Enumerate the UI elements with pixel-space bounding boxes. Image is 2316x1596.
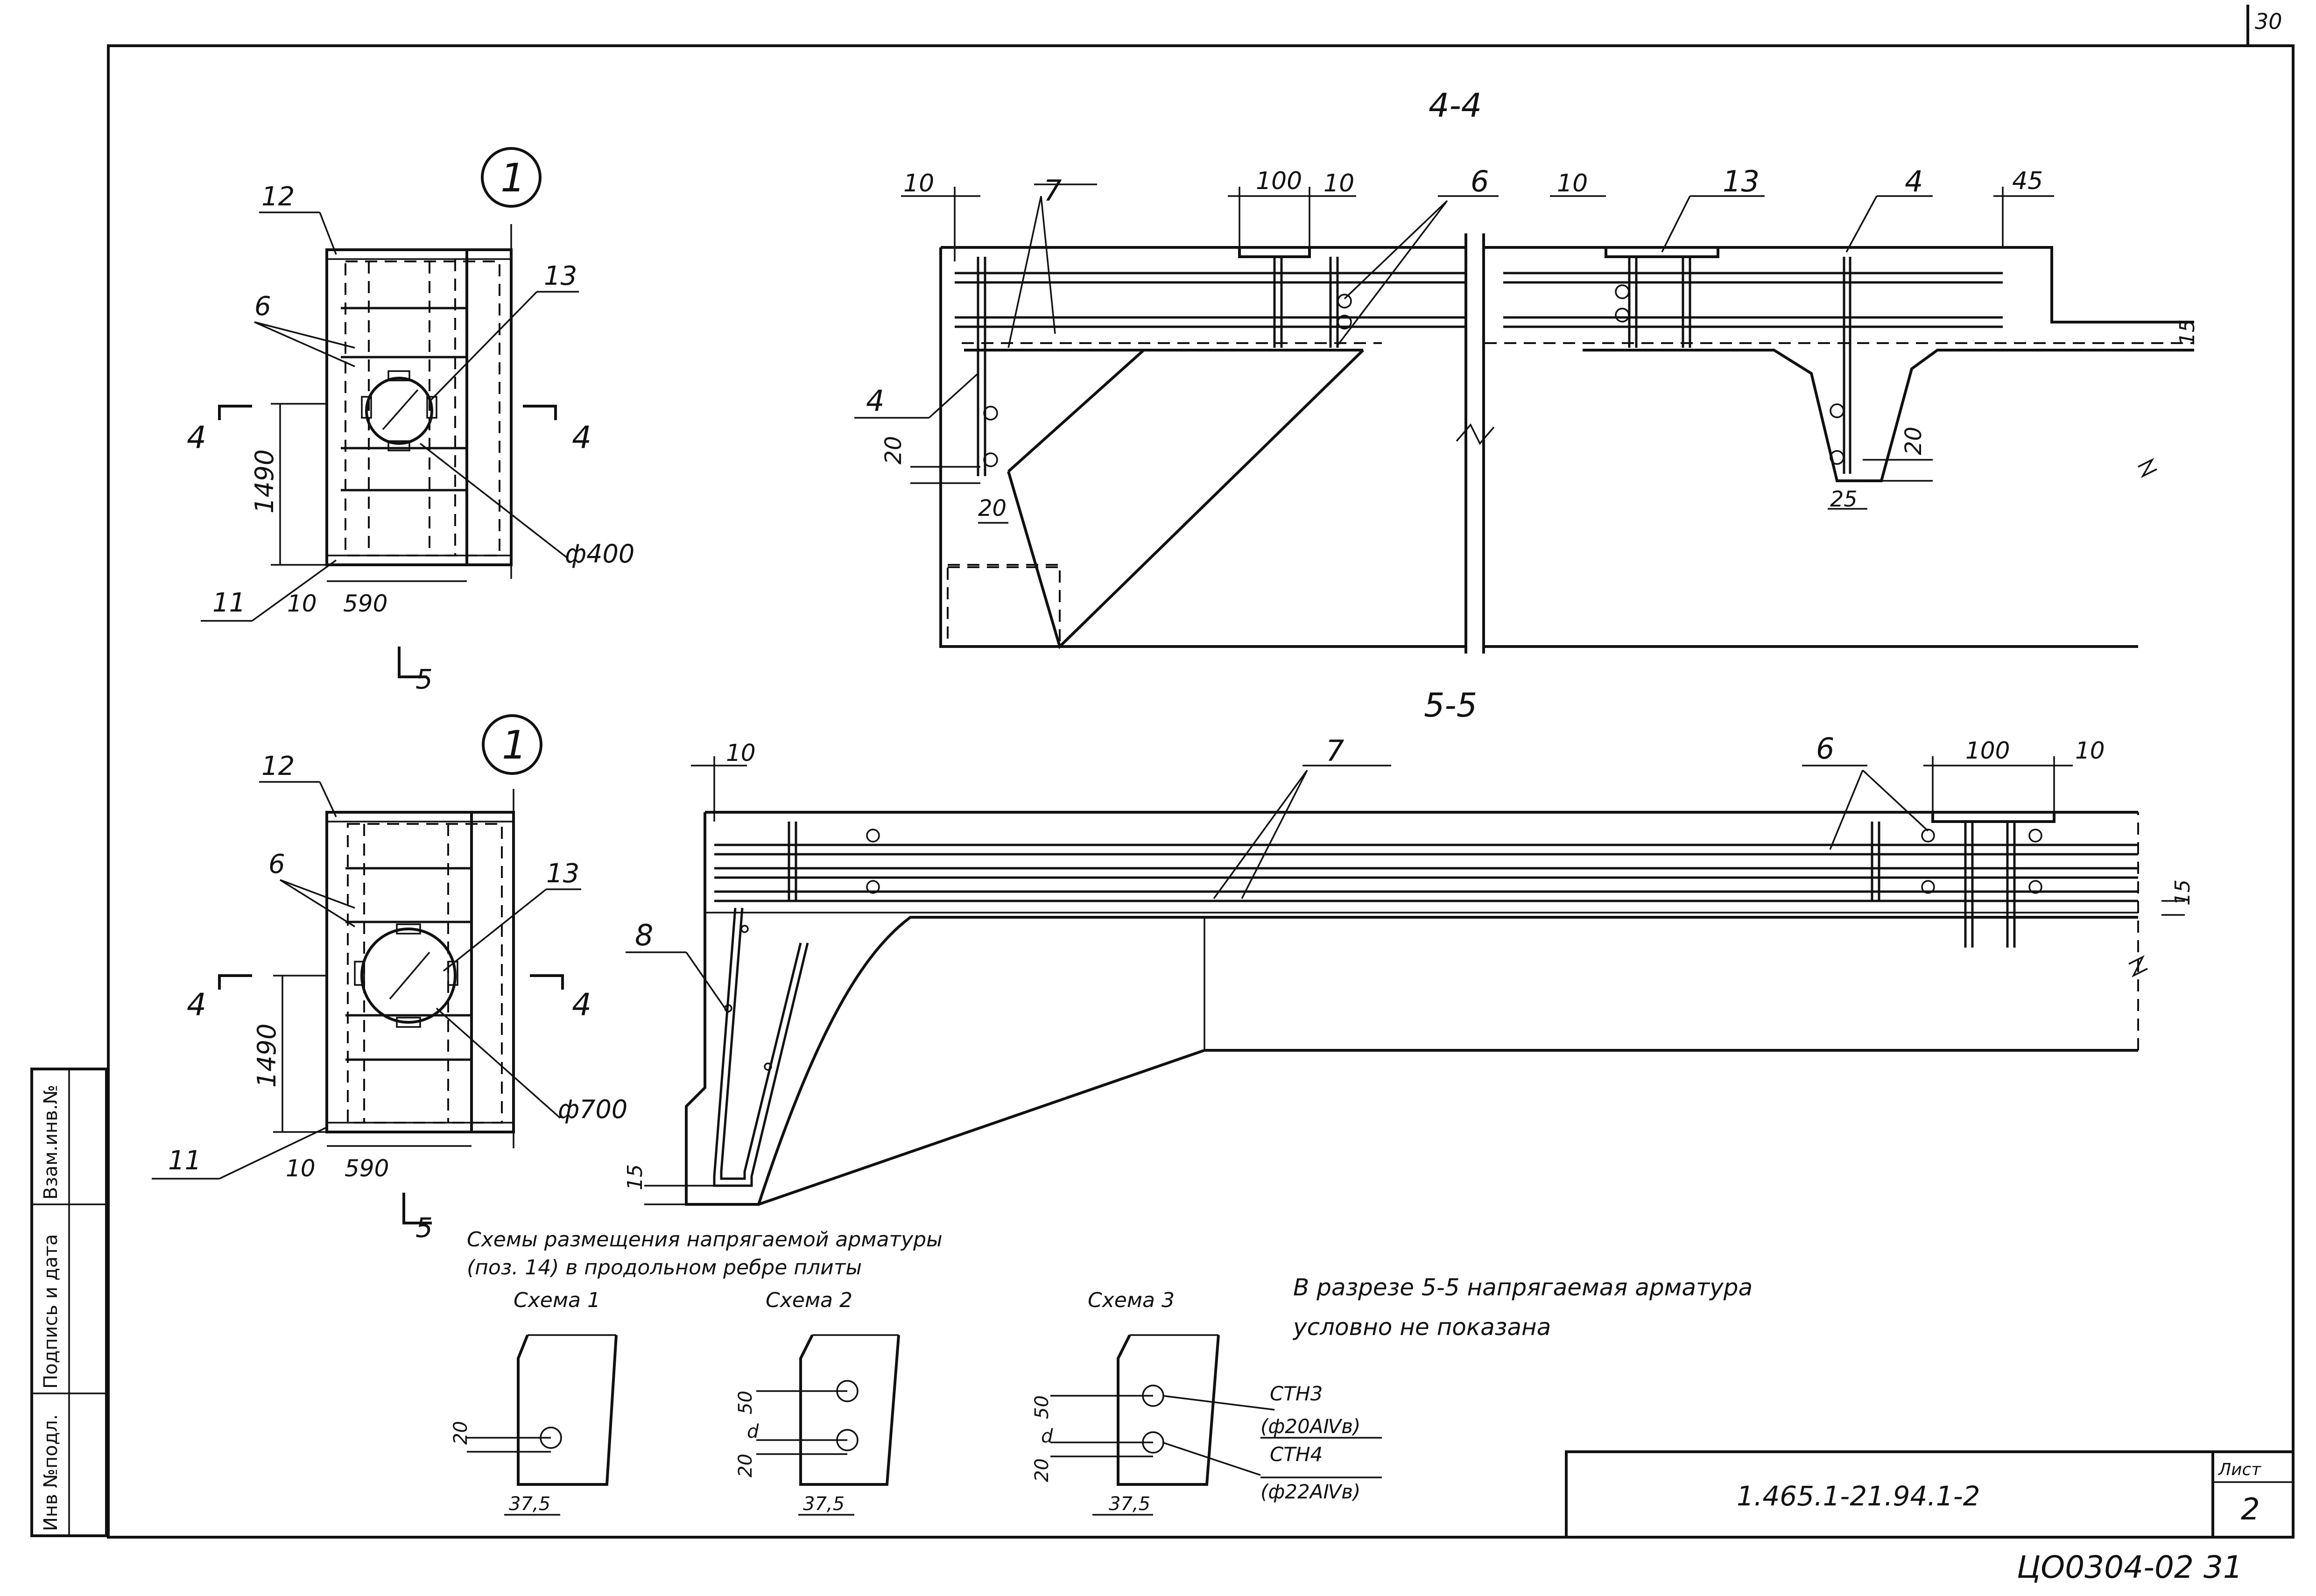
title-block: 1.465.1-21.94.1-2 Лист 2 ЦО0304-02 31 xyxy=(1565,1450,2295,1585)
section44-dim-h25: 25 xyxy=(1830,486,1858,512)
section44-dim-plate: 100 xyxy=(1256,167,1302,195)
section55-callout-7: 7 xyxy=(1326,734,1344,768)
legend-code-sth3: СТН3 xyxy=(1270,1382,1323,1405)
view2-cut-a: 4 xyxy=(187,987,206,1023)
legend-code-sth4: СТН4 xyxy=(1270,1443,1323,1466)
sheet-frame: 30 xyxy=(107,5,2295,1539)
stamp-vzam-inv: Взам.инв.№ xyxy=(40,1085,62,1200)
section-4-4: 4-4 xyxy=(854,86,2199,654)
view1-cut-b: 4 xyxy=(572,420,591,456)
section44-dim-v20b: 20 xyxy=(1901,427,1927,455)
legend-spec-sth3: (ф20АⅣв) xyxy=(1260,1415,1360,1438)
scheme1-title: Схема 1 xyxy=(514,1288,600,1312)
view1-callout-12: 12 xyxy=(261,182,295,212)
stamp-signature-date: Подпись и дата xyxy=(40,1234,62,1389)
view2-callout-6: 6 xyxy=(268,849,285,879)
scheme2-dim-375: 37,5 xyxy=(803,1493,845,1515)
view2-dim-width: 590 xyxy=(345,1155,389,1182)
view1-cut-a: 4 xyxy=(187,420,206,456)
side-stamp: Инв №подл. Подпись и дата Взам.инв.№ xyxy=(30,1068,108,1537)
section-5-5: 5-5 xyxy=(623,686,2195,1206)
view2-callout-12: 12 xyxy=(261,751,295,781)
section55-dim-left: 10 xyxy=(726,739,756,766)
section44-dim-left: 10 xyxy=(903,169,934,197)
sheet-label: Лист xyxy=(2217,1460,2261,1479)
schemes: Схемы размещения напрягаемой арматуры (п… xyxy=(450,1228,1382,1516)
section44-dim-mid: 10 xyxy=(1557,169,1588,197)
section44-callout-7: 7 xyxy=(1043,174,1062,208)
section44-callout-13: 13 xyxy=(1723,164,1760,198)
section55-callout-6: 6 xyxy=(1816,731,1834,766)
view2-marker-circle xyxy=(482,714,542,775)
view2-callout-13: 13 xyxy=(546,858,579,889)
view2-plan: 1 12 6 13 11 ф700 xyxy=(152,714,627,1244)
view1-marker: 1 xyxy=(500,155,525,201)
view1-callout-11: 11 xyxy=(212,588,246,618)
view2-diameter: ф700 xyxy=(558,1095,627,1124)
scheme1-dim-375: 37,5 xyxy=(509,1493,550,1515)
schemes-heading-2: (поз. 14) в продольном ребре плиты xyxy=(467,1256,862,1280)
section44-dim-v20a: 20 xyxy=(880,436,907,464)
drawing-note: В разрезе 5-5 напрягаемая арматура услов… xyxy=(1292,1274,1753,1341)
archive-code: ЦО0304-02 31 xyxy=(2017,1549,2243,1585)
view1-plan: 1 12 6 13 11 ф400 xyxy=(187,147,634,695)
section55-dim-v15b: 15 xyxy=(623,1164,647,1190)
section55-dim-v15a: 15 xyxy=(2171,879,2195,906)
scheme3-dim-375: 37,5 xyxy=(1109,1493,1150,1515)
section55-title: 5-5 xyxy=(1424,686,1477,724)
view2-cut-b: 4 xyxy=(572,987,591,1023)
view1-cut-c: 5 xyxy=(415,663,433,695)
view1-callout-13: 13 xyxy=(544,261,577,291)
designation: 1.465.1-21.94.1-2 xyxy=(1737,1480,1980,1512)
scheme2-dim-d: d xyxy=(747,1421,759,1442)
scheme1-dim-20: 20 xyxy=(450,1421,472,1445)
note-line-1: В разрезе 5-5 напрягаемая арматура xyxy=(1293,1274,1753,1301)
scheme3-dim-50: 50 xyxy=(1031,1395,1053,1419)
section44-dim-plate-offset: 10 xyxy=(1323,169,1354,197)
view2-dim-offset: 10 xyxy=(286,1155,316,1182)
scheme2-dim-50: 50 xyxy=(735,1391,756,1414)
section44-callout-6: 6 xyxy=(1471,164,1489,198)
section44-callout-4b: 4 xyxy=(1905,164,1923,198)
section44-dim-right: 45 xyxy=(2012,167,2043,195)
view2-callout-11: 11 xyxy=(168,1146,201,1176)
stamp-inv-podl: Инв №подл. xyxy=(40,1414,62,1531)
scheme3-dim-d: d xyxy=(1041,1426,1053,1447)
view2-marker: 1 xyxy=(502,722,527,768)
top-page-number: 30 xyxy=(2255,9,2282,34)
view1-dim-offset: 10 xyxy=(287,590,317,617)
section44-dim-h20: 20 xyxy=(978,495,1007,521)
section55-dim-plate: 100 xyxy=(1965,737,2010,764)
view1-marker-circle xyxy=(481,147,542,208)
note-line-2: условно не показана xyxy=(1292,1314,1551,1341)
sheet-number: 2 xyxy=(2241,1492,2260,1527)
section44-title: 4-4 xyxy=(1429,86,1482,125)
view1-diameter: ф400 xyxy=(565,539,634,569)
view1-dim-width: 590 xyxy=(343,590,387,617)
view1-dim-height: 1490 xyxy=(250,450,279,513)
section55-dim-plate-offset: 10 xyxy=(2075,737,2105,764)
legend-spec-sth4: (ф22АⅣв) xyxy=(1260,1480,1360,1503)
schemes-heading-1: Схемы размещения напрягаемой арматуры xyxy=(467,1228,943,1251)
scheme3-dim-20: 20 xyxy=(1031,1458,1053,1482)
view1-callout-6: 6 xyxy=(254,291,271,322)
scheme3-title: Схема 3 xyxy=(1088,1288,1175,1312)
section55-callout-8: 8 xyxy=(635,918,653,952)
scheme2-dim-20: 20 xyxy=(735,1454,756,1477)
view2-dim-height: 1490 xyxy=(252,1024,282,1088)
view2-cut-c: 5 xyxy=(415,1212,433,1244)
section44-dim-v15: 15 xyxy=(2175,319,2199,345)
scheme2-title: Схема 2 xyxy=(766,1288,852,1312)
section44-callout-4a: 4 xyxy=(866,384,884,418)
